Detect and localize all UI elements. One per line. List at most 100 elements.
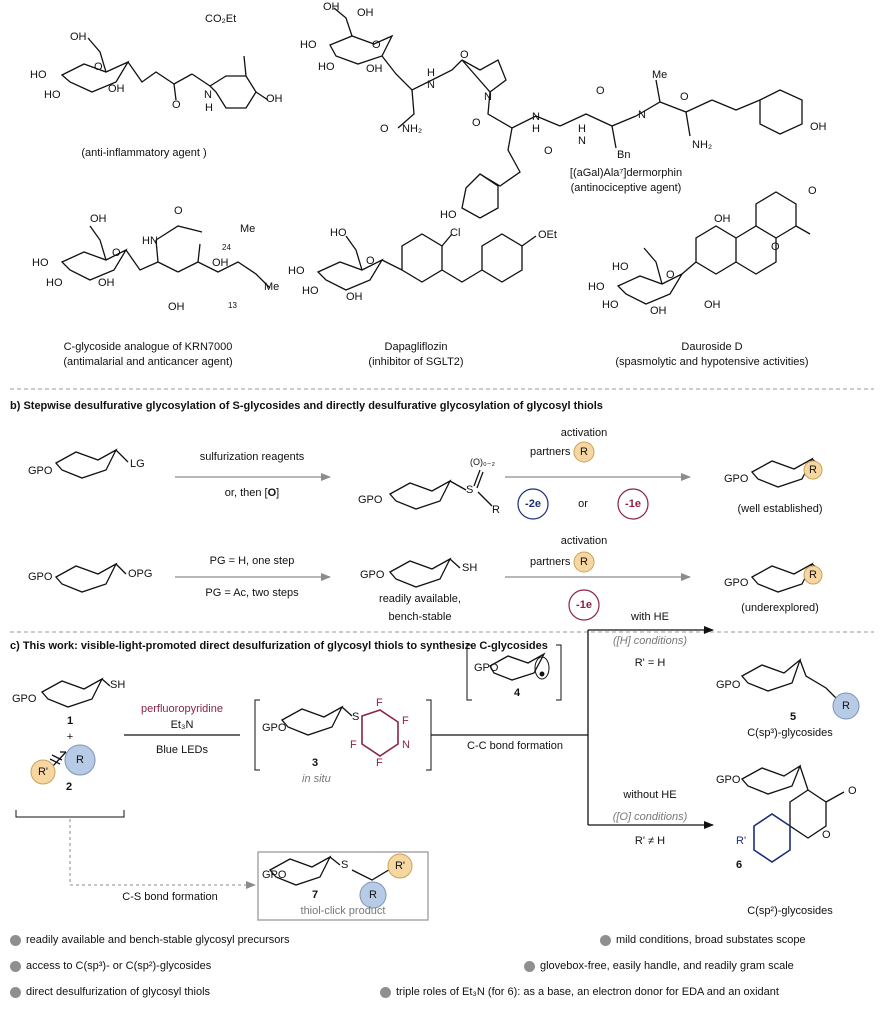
label-h: H [532, 123, 540, 135]
label-h: H [578, 123, 586, 135]
row1-partner-r: R [580, 446, 588, 458]
upper-condition: ([H] conditions) [613, 635, 687, 647]
minus1e-circle-row1 [617, 488, 649, 520]
row1-partners: partners [530, 446, 571, 458]
label-o: O [174, 205, 183, 217]
section-c-title: c) This work: visible-light-promoted dir… [10, 640, 548, 652]
p5-r: R [842, 700, 850, 712]
label-oh: OH [366, 63, 383, 75]
label-ho: HO [30, 69, 47, 81]
label-o: O [372, 39, 381, 51]
compound-1-number: 1 [66, 715, 74, 727]
row1-mid-s: S [466, 484, 474, 496]
p7-s: S [341, 859, 349, 871]
p7-r: R [369, 889, 377, 901]
caption-dauro-name: Dauroside D [681, 341, 743, 353]
alkene-r: R [76, 754, 84, 766]
thiol-sh: SH [110, 679, 126, 691]
label-o: O [472, 117, 481, 129]
lower-without-he: without HE [623, 789, 677, 801]
caption-dermorphin: [(aGal)Ala⁷]dermorphin (antinociceptive … [570, 166, 682, 196]
row1-activation: activation [560, 427, 608, 439]
label-oh: OH [357, 7, 374, 19]
row1-mid-r: R [492, 504, 500, 516]
bullet-2: access to C(sp³)- or C(sp²)-glycosides [10, 960, 211, 972]
label-bn: Bn [617, 149, 631, 161]
label-o: O [544, 145, 553, 157]
int3-in-situ: in situ [302, 773, 331, 785]
label-oh: OH [90, 213, 107, 225]
label-oh: OH [704, 299, 721, 311]
int3-s: S [352, 711, 360, 723]
label-h: H [205, 102, 213, 114]
thiol-click-box [257, 851, 429, 921]
row2-partner-r: R [580, 556, 588, 568]
label-o: O [680, 91, 689, 103]
bullet-1: readily available and bench-stable glyco… [10, 934, 290, 946]
row2-product-r: R [809, 569, 817, 581]
int3-f4: F [376, 757, 383, 769]
caption-krn7000: C-glycoside analogue of KRN7000 (antimal… [63, 340, 232, 370]
thiol-gpo: GPO [12, 693, 37, 705]
reagent-perfluoropyridine: perfluoropyridine [141, 703, 223, 715]
intermediate-3-structure [280, 705, 399, 757]
label-me: Me [652, 69, 668, 81]
bracket4-right [556, 644, 562, 701]
bracket3-left [254, 699, 260, 771]
row1-minus2e: -2e [525, 498, 541, 510]
row1-arrow-top: sulfurization reagents [199, 451, 305, 463]
label-n: N [149, 235, 158, 247]
label-o: O [808, 185, 817, 197]
label-nh: N [532, 111, 540, 123]
caption-dapa-role: (inhibitor of SGLT2) [368, 355, 464, 368]
label-ho: HO [302, 285, 319, 297]
int3-f2: F [402, 715, 409, 727]
label-oh: OH [714, 213, 731, 225]
product-r-circle-row2 [803, 565, 823, 585]
row1-structures [54, 448, 821, 510]
label-oh: OH [108, 83, 125, 95]
upper-with-he: with HE [631, 611, 669, 623]
caption-krn-name: C-glycoside analogue of KRN7000 [63, 341, 233, 353]
p7-label: thiol-click product [300, 905, 386, 917]
alkene-2-structure [30, 744, 96, 785]
int3-gpo: GPO [262, 722, 287, 734]
p6-carbonyl-o: O [848, 785, 857, 797]
row1-start-lg: LG [130, 458, 145, 470]
bullet-dot [380, 986, 391, 998]
compound-5-number: 5 [790, 711, 797, 723]
label-24: 24 [222, 243, 231, 252]
reagent-et3n: Et₃N [170, 719, 194, 731]
compound-3-number: 3 [312, 757, 319, 769]
bullet-text: mild conditions, broad substates scope [616, 934, 806, 946]
row1-start-gpo: GPO [28, 465, 53, 477]
row2-start-gpo: GPO [28, 571, 53, 583]
row2-note: (underexplored) [741, 602, 819, 614]
label-ho: HO [46, 277, 63, 289]
label-nh2: NH₂ [402, 123, 423, 135]
upper-r-eq-h: R' = H [634, 657, 666, 669]
label-o: O [380, 123, 389, 135]
label-h: H [142, 235, 150, 247]
row2-start-opg: OPG [128, 568, 153, 580]
label-oh: OH [346, 291, 363, 303]
radical-4-structure [489, 652, 550, 681]
bracket3-right [426, 699, 432, 771]
structure-dapagliflozin [316, 233, 537, 291]
bullet-text: direct desulfurization of glycosyl thiol… [26, 986, 211, 998]
row2-mid-note2: bench-stable [388, 611, 452, 623]
label-ho: HO [440, 209, 457, 221]
label-nh: N [427, 79, 435, 91]
p5-gpo: GPO [716, 679, 741, 691]
thiol-1-structure [40, 677, 111, 708]
row1-mid-ox: (O)₀₋₂ [470, 457, 495, 467]
row1-arrow-bottom-o: O [267, 487, 277, 499]
minus2e-circle [517, 488, 549, 520]
compound-4-number: 4 [514, 687, 521, 699]
product-6-structure [740, 764, 845, 863]
row1-product-r: R [809, 464, 817, 476]
row2-minus1e: -1e [576, 599, 592, 611]
product-r-circle-row1 [803, 460, 823, 480]
row1-or: or [578, 498, 588, 510]
